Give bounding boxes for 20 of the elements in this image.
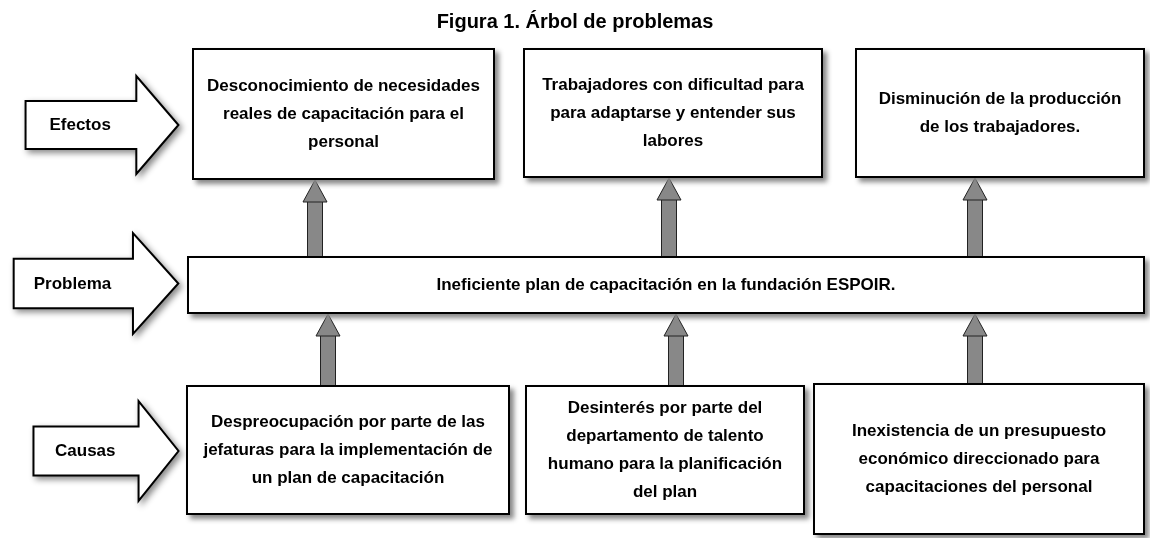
arrow-label: Problema xyxy=(33,272,112,295)
text-box: Disminución de la producción de los trabajadores. xyxy=(855,48,1145,178)
block-arrow xyxy=(302,179,328,256)
text-box: Inexistencia de un presupuesto económico direccionado para capacitaciones del personal xyxy=(813,383,1145,535)
block-arrow xyxy=(962,313,988,383)
text-box: Trabajadores con dificultad para para adaptarse y entender sus labores xyxy=(523,48,823,178)
problem-box: Ineficiente plan de capacitación en la fundación ESPOIR. xyxy=(187,256,1145,314)
text-box: Desinterés por parte del departamento de talento humano para la planificación del plan xyxy=(525,385,805,515)
block-arrow xyxy=(315,313,341,385)
arrow-label: Efectos xyxy=(49,114,111,136)
text-box: Desconocimiento de necesidades reales de capacitación para el personal xyxy=(192,48,495,180)
label-arrow xyxy=(24,75,180,175)
arrow-label: Causas xyxy=(55,440,116,462)
label-arrow xyxy=(12,232,180,335)
block-arrow xyxy=(656,177,682,256)
block-arrow xyxy=(663,313,689,385)
diagram-title: Figura 1. Árbol de problemas xyxy=(435,10,715,33)
label-arrow xyxy=(32,400,180,502)
block-arrow xyxy=(962,177,988,256)
text-box: Despreocupación por parte de las jefaturas para la implementación de un plan de capacitación xyxy=(186,385,510,515)
